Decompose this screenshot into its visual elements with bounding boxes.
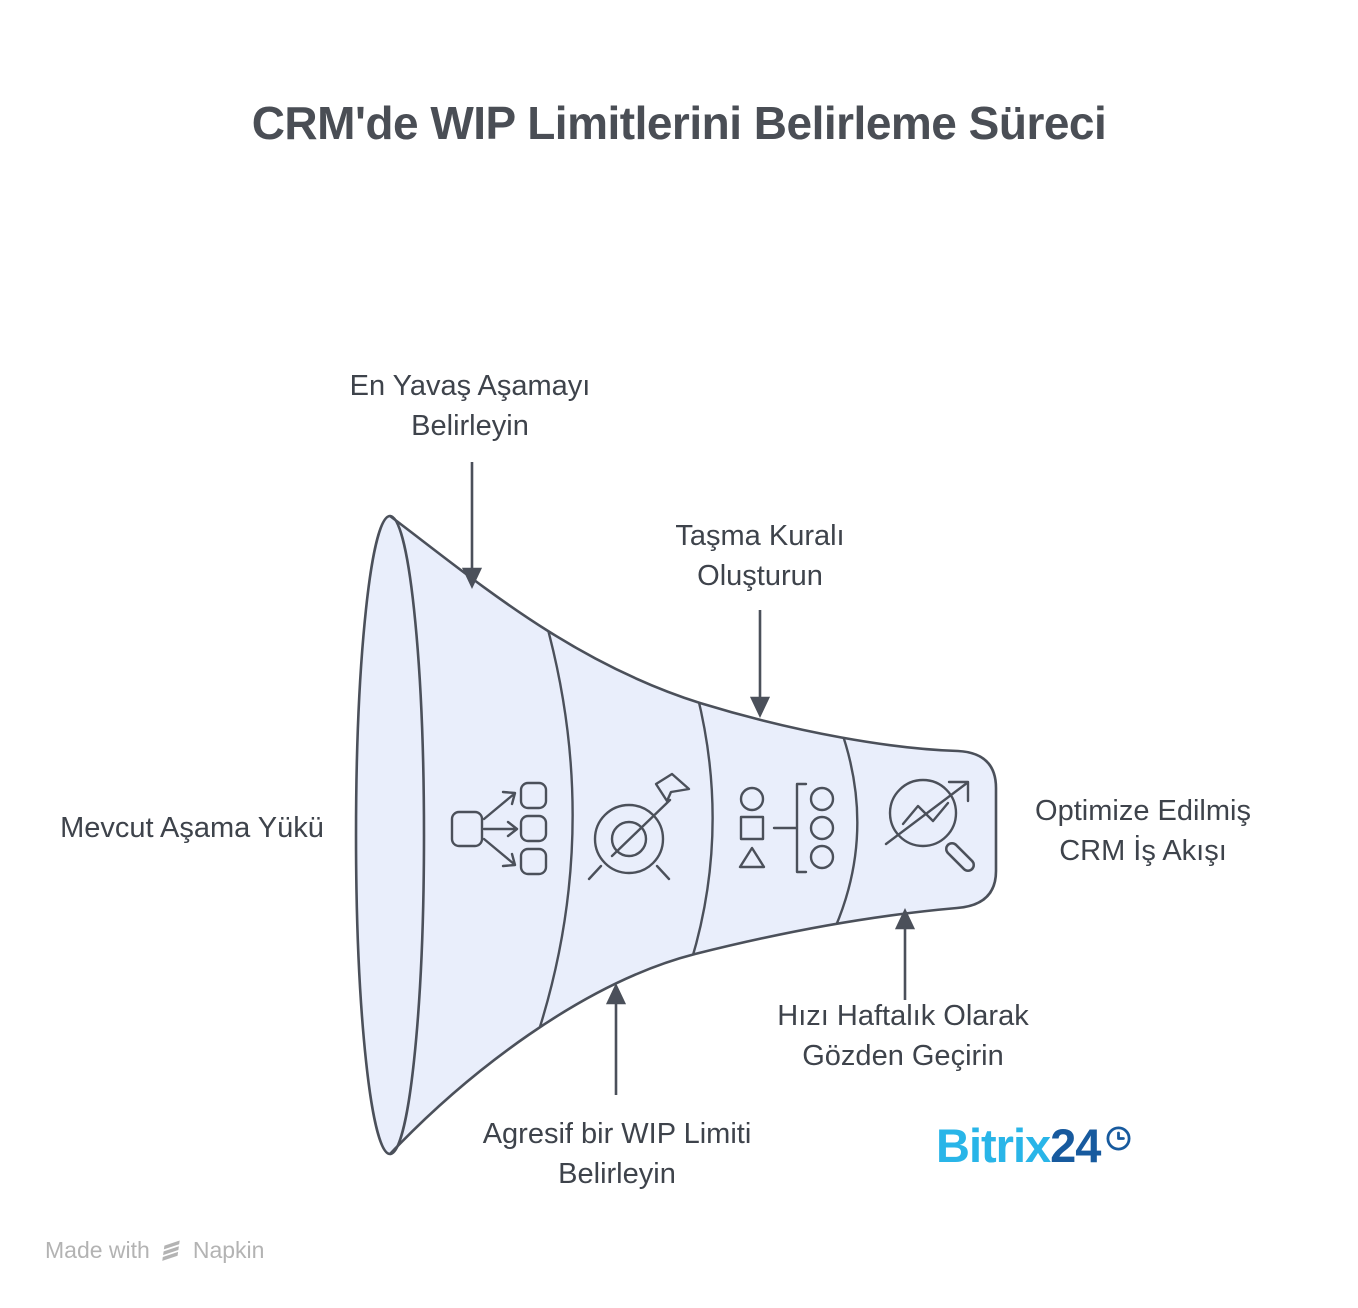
- label-wip-limit: Agresif bir WIP Limiti Belirleyin: [483, 1114, 752, 1194]
- bitrix24-logo-light-text: Bitrix: [936, 1119, 1051, 1172]
- label-overflow-rule: Taşma Kuralı Oluşturun: [675, 516, 844, 596]
- label-weekly-review: Hızı Haftalık Olarak Gözden Geçirin: [777, 996, 1028, 1076]
- clock-icon: [1106, 1126, 1131, 1151]
- label-optimized-flow-line2: CRM İş Akışı: [1059, 835, 1227, 867]
- label-current-load-line1: Mevcut Aşama Yükü: [60, 812, 324, 844]
- label-overflow-rule-line2: Oluşturun: [697, 560, 823, 592]
- arrow-wip-limit: [605, 982, 627, 1095]
- analyze-icon: [884, 778, 975, 872]
- label-slowest-stage: En Yavaş Aşamayı Belirleyin: [350, 366, 591, 446]
- made-with-napkin: Made with Napkin: [45, 1237, 264, 1264]
- funnel-body: [354, 514, 998, 1156]
- label-weekly-review-line1: Hızı Haftalık Olarak: [777, 1000, 1029, 1032]
- label-optimized-flow: Optimize Edilmiş CRM İş Akışı: [1035, 791, 1251, 871]
- napkin-logo-icon: [162, 1240, 180, 1261]
- page-title: CRM'de WIP Limitlerini Belirleme Süreci: [251, 97, 1107, 149]
- target-icon: [587, 772, 691, 881]
- arrow-overflow-rule: [749, 610, 771, 719]
- napkin-text: Napkin: [192, 1237, 265, 1263]
- funnel-segment-dividers: [537, 625, 859, 1031]
- arrow-weekly-review: [894, 907, 916, 1000]
- label-optimized-flow-line1: Optimize Edilmiş: [1035, 795, 1251, 827]
- label-weekly-review-line2: Gözden Geçirin: [802, 1040, 1004, 1072]
- distribute-icon: [450, 781, 548, 876]
- label-wip-limit-line2: Belirleyin: [558, 1158, 676, 1190]
- label-current-load: Mevcut Aşama Yükü: [60, 808, 324, 848]
- made-with-text: Made with: [45, 1237, 150, 1263]
- arrow-slowest-stage: [461, 462, 483, 590]
- label-slowest-stage-line2: Belirleyin: [411, 410, 529, 442]
- label-wip-limit-line1: Agresif bir WIP Limiti: [482, 1118, 752, 1150]
- grouping-icon: [738, 782, 835, 874]
- funnel-mouth-rim: [389, 514, 426, 1156]
- label-overflow-rule-line1: Taşma Kuralı: [675, 520, 845, 552]
- label-slowest-stage-line1: En Yavaş Aşamayı: [349, 370, 591, 402]
- bitrix24-logo-dark-text: 24: [1050, 1119, 1101, 1172]
